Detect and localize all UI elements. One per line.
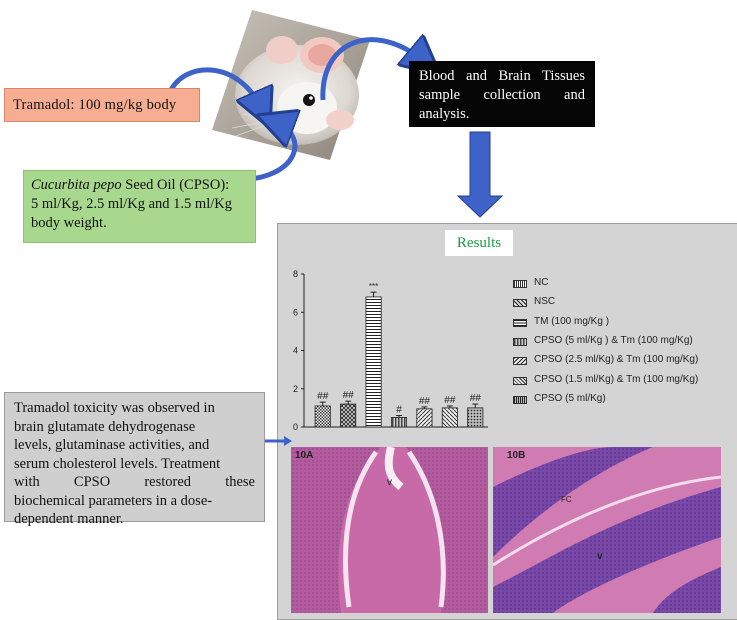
tramadol-label: Tramadol: 100 mg/kg body	[13, 97, 177, 113]
bar-annotation-1: ##	[317, 391, 329, 402]
y-tick-label: 8	[293, 269, 298, 279]
y-tick-label: 4	[293, 346, 298, 356]
legend-swatch	[513, 318, 527, 327]
micrograph-10a-arrow: v	[387, 477, 392, 488]
bar-annotation-7: ##	[470, 393, 482, 404]
micrograph-10b-arrow: v	[597, 551, 603, 562]
y-tick-label: 2	[293, 384, 298, 394]
legend-swatch	[513, 376, 527, 385]
legend-label: CPSO (5 ml/Kg)	[534, 392, 606, 404]
cpso-species-name: Cucurbita pepo	[31, 177, 122, 193]
summary-line-3: levels, glutaminase activities, and	[14, 437, 210, 453]
y-tick-label: 6	[293, 307, 298, 317]
summary-line-7: dependent manner.	[14, 511, 124, 527]
bar-5	[416, 408, 433, 428]
cpso-line3: body weight.	[31, 215, 107, 231]
summary-line-6: biochemical parameters in a dose-	[14, 492, 213, 509]
chart-bars: ####***#######	[314, 282, 484, 428]
bar-6	[441, 407, 458, 428]
bar-annotation-4: #	[396, 405, 402, 416]
legend-swatch	[513, 337, 527, 346]
cpso-line2: 5 ml/Kg, 2.5 ml/Kg and 1.5 ml/Kg	[31, 196, 232, 212]
summary-line-1: Tramadol toxicity was observed in	[14, 400, 215, 416]
legend-label: CPSO (5 ml/Kg ) & Tm (100 mg/Kg)	[534, 334, 693, 346]
cpso-dose-box: Cucurbita pepo Seed Oil (CPSO): 5 ml/Kg,…	[23, 170, 256, 243]
tramadol-dose-box: Tramadol: 100 mg/kg body	[4, 88, 200, 122]
arrow-rat-to-blood	[320, 40, 425, 101]
results-title: Results	[445, 230, 513, 256]
arrow-tramadol-to-rat	[167, 67, 262, 110]
micrograph-10b: 10B FC v	[493, 447, 721, 613]
bar-annotation-2: ##	[343, 390, 355, 401]
bar-4	[390, 417, 408, 428]
summary-box: Tramadol toxicity was observed in brain …	[4, 392, 265, 527]
legend-swatch	[513, 299, 527, 308]
bar-2	[340, 403, 357, 428]
sample-collection-label: Blood and Brain Tissues sample collectio…	[419, 68, 585, 122]
summary-line-5: with CPSO restored these	[14, 474, 255, 490]
bar-1	[314, 405, 331, 428]
micrograph-10a-label: 10A	[295, 450, 314, 461]
summary-line-2: brain glutamate dehydrogenase	[14, 418, 196, 435]
micrograph-10b-label: 10B	[507, 450, 526, 461]
micrograph-10a: 10A v	[291, 447, 488, 613]
bar-annotation-5: ##	[419, 396, 431, 407]
micrograph-10b-fc: FC	[561, 495, 572, 504]
cpso-line1: Seed Oil (CPSO):	[121, 177, 230, 193]
legend-label: TM (100 mg/Kg )	[534, 315, 610, 327]
bar-3	[365, 296, 382, 428]
summary-line-4: serum cholesterol levels. Treatment	[14, 455, 221, 472]
legend-swatch	[513, 357, 527, 366]
legend-label: NSC	[534, 296, 556, 308]
bar-annotation-6: ##	[444, 395, 456, 406]
arrow-blood-to-results	[456, 131, 504, 218]
legend-label: NC	[534, 277, 549, 288]
y-tick-label: 0	[293, 422, 298, 432]
legend-swatch	[513, 280, 527, 288]
bar-7	[467, 407, 484, 428]
chart-legend: NC NSC TM (100 mg/Kg ) CPSO (5 ml/Kg ) & Tm…	[513, 277, 733, 418]
bar-annotation-3: ***	[369, 282, 378, 291]
sample-collection-box: Blood and Brain Tissues sample collectio…	[409, 61, 595, 127]
legend-label: CPSO (1.5 ml/Kg) & Tm (100 mg/Kg)	[534, 373, 699, 385]
legend-label: CPSO (2.5 ml/Kg) & Tm (100 mg/Kg)	[534, 354, 699, 366]
legend-swatch	[513, 395, 527, 404]
